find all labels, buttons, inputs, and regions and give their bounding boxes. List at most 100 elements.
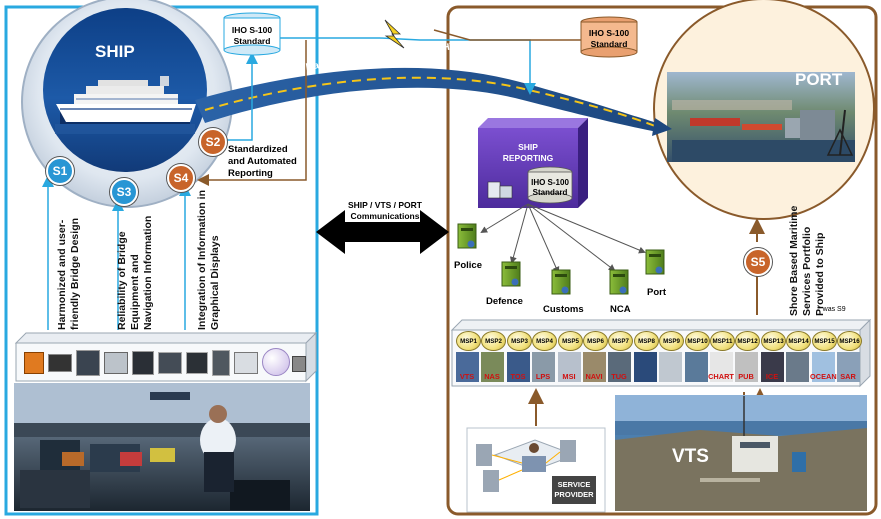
msp-badge-16[interactable]: MSP16 — [837, 331, 862, 351]
vts-centre-photo — [615, 395, 867, 511]
msp-image-4 — [532, 352, 555, 382]
msp-badge-6[interactable]: MSP6 — [583, 331, 608, 351]
agency-nca: NCA — [610, 304, 631, 315]
s2-caption-line1: Standardized — [228, 144, 288, 155]
s5-text-line3: Provided to Ship — [814, 232, 826, 316]
s3-text-line1: Reliability of Bridge — [116, 231, 128, 330]
ais-unit-icon — [186, 352, 208, 374]
msp-badge-15[interactable]: MSP15 — [812, 331, 837, 351]
msp-badge-12[interactable]: MSP12 — [735, 331, 760, 351]
msp-image-3 — [507, 352, 530, 382]
customs-server-icon — [551, 269, 571, 295]
radar-unit-icon — [24, 352, 44, 374]
bridge-equipment-row — [20, 346, 306, 378]
s2-caption-line3: Reporting — [228, 168, 273, 179]
msp-image-10 — [685, 352, 708, 382]
msp-label-1: VTS — [459, 372, 475, 381]
msp-badge-7[interactable]: MSP7 — [608, 331, 633, 351]
msp-label-16: SAR — [840, 372, 856, 381]
agency-defence: Defence — [486, 296, 523, 307]
msp-image-1 — [456, 352, 479, 382]
msp-label-3: TOS — [510, 372, 526, 381]
msp-badge-1[interactable]: MSP1 — [456, 331, 481, 351]
msp-label-13: ICE — [765, 372, 779, 381]
msp-label-6: NAVI — [585, 372, 603, 381]
msp-image-11 — [710, 352, 733, 382]
agency-police: Police — [454, 260, 482, 271]
msp-badge-9[interactable]: MSP9 — [659, 331, 684, 351]
msp-badge-13[interactable]: MSP13 — [761, 331, 786, 351]
msp-label-2: NAS — [484, 372, 500, 381]
ship-reporting-line2: REPORTING — [502, 153, 554, 163]
service-s5-badge: S5 — [744, 248, 772, 276]
msp-badge-14[interactable]: MSP14 — [786, 331, 811, 351]
ship-bridge-photo — [14, 383, 310, 510]
service-provider-illustration — [476, 439, 596, 504]
s4-text-line1: Integration of Information in — [196, 190, 208, 330]
msp-image-14 — [786, 352, 809, 382]
ecdis-console-icon — [212, 350, 230, 376]
iho-left-line1: IHO S-100 — [231, 25, 273, 35]
service-s4-badge: S4 — [167, 164, 195, 192]
msp-image-9 — [659, 352, 682, 382]
s5-text-line2: Services Portfolio — [801, 226, 813, 316]
ship-title: SHIP — [95, 42, 135, 61]
msp-badge-2[interactable]: MSP2 — [481, 331, 506, 351]
msp-badge-4[interactable]: MSP4 — [532, 331, 557, 351]
s4-text-line2: Graphical Displays — [209, 235, 221, 330]
gps-unit-icon — [158, 352, 182, 374]
msp-badge-8[interactable]: MSP8 — [634, 331, 659, 351]
msp-image-7 — [608, 352, 631, 382]
was-s9-note: * was S9 — [818, 306, 846, 313]
msp-badge-3[interactable]: MSP3 — [507, 331, 532, 351]
msp-image-13 — [761, 352, 784, 382]
iho-center-line1: IHO S-100 — [531, 178, 569, 187]
s3-text-line2: Equipment and — [129, 254, 141, 330]
msp-badge-10[interactable]: MSP10 — [685, 331, 710, 351]
s1-text-line1: Harmonized and user- — [56, 219, 68, 330]
iho-left-line2: Standard — [233, 36, 271, 46]
compass-unit-icon — [234, 352, 258, 374]
port-server-icon — [645, 249, 665, 275]
s5-text-line1: Shore Based Maritime — [788, 205, 800, 316]
agency-port: Port — [647, 287, 666, 298]
s3-text-line3: Navigation Information — [142, 215, 154, 330]
comm-label-line1: SHIP / VTS / PORT — [348, 200, 422, 210]
msp-badge-11[interactable]: MSP11 — [710, 331, 735, 351]
msp-image-12 — [735, 352, 758, 382]
service-provider-line1: SERVICE — [557, 480, 591, 489]
service-s2-badge: S2 — [199, 128, 227, 156]
msp-label-5: MSI — [562, 372, 576, 381]
msp-image-6 — [583, 352, 606, 382]
msp-image-8 — [634, 352, 657, 382]
nca-server-icon — [609, 269, 629, 295]
iho-center-line2: Standard — [532, 188, 568, 197]
s1-text-line2: friendly Bridge Design — [69, 217, 81, 330]
iho-right-line2: Standard — [590, 39, 628, 49]
desktop-monitor-icon — [292, 356, 306, 372]
service-s3-badge: S3 — [110, 178, 138, 206]
port-title: PORT — [795, 70, 843, 89]
agency-customs: Customs — [543, 304, 584, 315]
ship-reporting-line1: SHIP — [518, 142, 538, 152]
cruise-ship-illustration — [55, 76, 196, 134]
msp-label-15: OCEAN — [810, 372, 837, 381]
vts-title: VTS — [672, 446, 709, 467]
laptop-icon — [48, 354, 72, 372]
service-provider-line2: PROVIDER — [554, 490, 594, 499]
msp-image-16 — [837, 352, 860, 382]
comm-label-line2: Communications — [350, 211, 420, 221]
msp-label-4: LPS — [535, 372, 551, 381]
defence-server-icon — [501, 261, 521, 287]
police-server-icon — [457, 223, 477, 249]
chart-display-icon — [76, 350, 100, 376]
msp-image-2 — [481, 352, 504, 382]
globe-icon — [262, 348, 290, 376]
msp-image-15 — [812, 352, 835, 382]
nav-monitor-icon — [104, 352, 128, 374]
msp-label-7: TUG — [611, 372, 627, 381]
msp-label-12: PUB — [738, 372, 754, 381]
msp-label-11: CHART — [708, 372, 734, 381]
msp-badge-5[interactable]: MSP5 — [558, 331, 583, 351]
iho-right-line1: IHO S-100 — [588, 28, 630, 38]
